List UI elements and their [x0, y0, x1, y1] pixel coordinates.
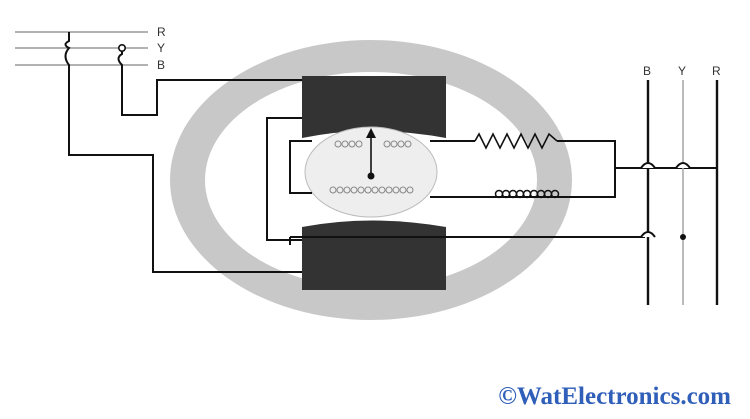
left-label-y: Y — [157, 41, 165, 55]
right-label-b: B — [643, 64, 651, 78]
watermark: ©WatElectronics.com — [498, 383, 731, 410]
left-label-b: B — [157, 58, 165, 72]
rotor-upper-winding — [334, 140, 412, 148]
lower-pole — [302, 220, 446, 290]
right-crossovers — [640, 162, 691, 238]
right-label-y: Y — [678, 64, 686, 78]
left-supply-lines — [15, 31, 148, 66]
left-junction-y — [118, 43, 127, 52]
right-junction-y — [680, 234, 686, 240]
resistor — [474, 132, 558, 150]
rotor-lower-winding — [329, 186, 414, 194]
upper-pole — [302, 76, 446, 138]
right-label-r: R — [712, 64, 721, 78]
inductor-coil — [494, 189, 560, 199]
left-wiring — [64, 32, 302, 273]
rotor-arrow — [366, 128, 376, 180]
left-label-r: R — [157, 25, 166, 39]
